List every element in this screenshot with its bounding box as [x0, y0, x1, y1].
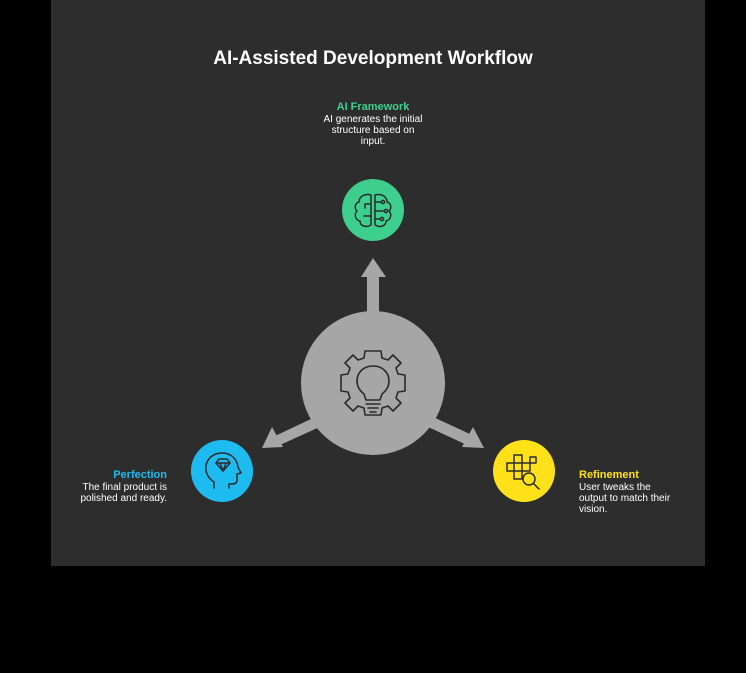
framework-heading: AI Framework [336, 101, 410, 113]
framework-description-line: structure based on [331, 125, 415, 136]
refinement-heading: Refinement [579, 469, 639, 481]
framework-description-line: input. [360, 136, 386, 147]
refinement-description-line: User tweaks the [579, 482, 651, 493]
perfection-description-line: The final product is [82, 482, 168, 493]
brain-circuit-icon [354, 193, 392, 228]
grid-magnifier-icon [506, 454, 540, 490]
diagram-title: AI-Assisted Development Workflow [213, 48, 533, 69]
perfection-text-block: Perfection The final product is polished… [52, 469, 167, 504]
arrow-up-head [361, 258, 386, 277]
framework-node [342, 179, 404, 241]
framework-text-block: AI Framework AI generates the initial st… [293, 101, 453, 147]
arrow-up-shaft [367, 270, 379, 322]
refinement-description-line: output to match their [579, 493, 671, 504]
arrow-up [361, 258, 386, 322]
perfection-node [191, 440, 253, 502]
arrow-left-head [262, 427, 283, 448]
framework-description: AI generates the initial structure based… [293, 114, 453, 147]
head-diamond-icon [205, 452, 242, 489]
hub-circle [301, 311, 445, 455]
lightbulb-gear-icon [340, 350, 406, 416]
perfection-heading: Perfection [113, 469, 167, 481]
arrow-right-head [462, 427, 484, 448]
perfection-description: The final product is polished and ready. [52, 482, 167, 504]
framework-description-line: AI generates the initial [323, 114, 423, 125]
perfection-description-line: polished and ready. [80, 493, 167, 504]
refinement-text-block: Refinement User tweaks the output to mat… [579, 469, 689, 515]
refinement-description-line: vision. [579, 504, 608, 515]
refinement-description: User tweaks the output to match their vi… [579, 482, 689, 515]
